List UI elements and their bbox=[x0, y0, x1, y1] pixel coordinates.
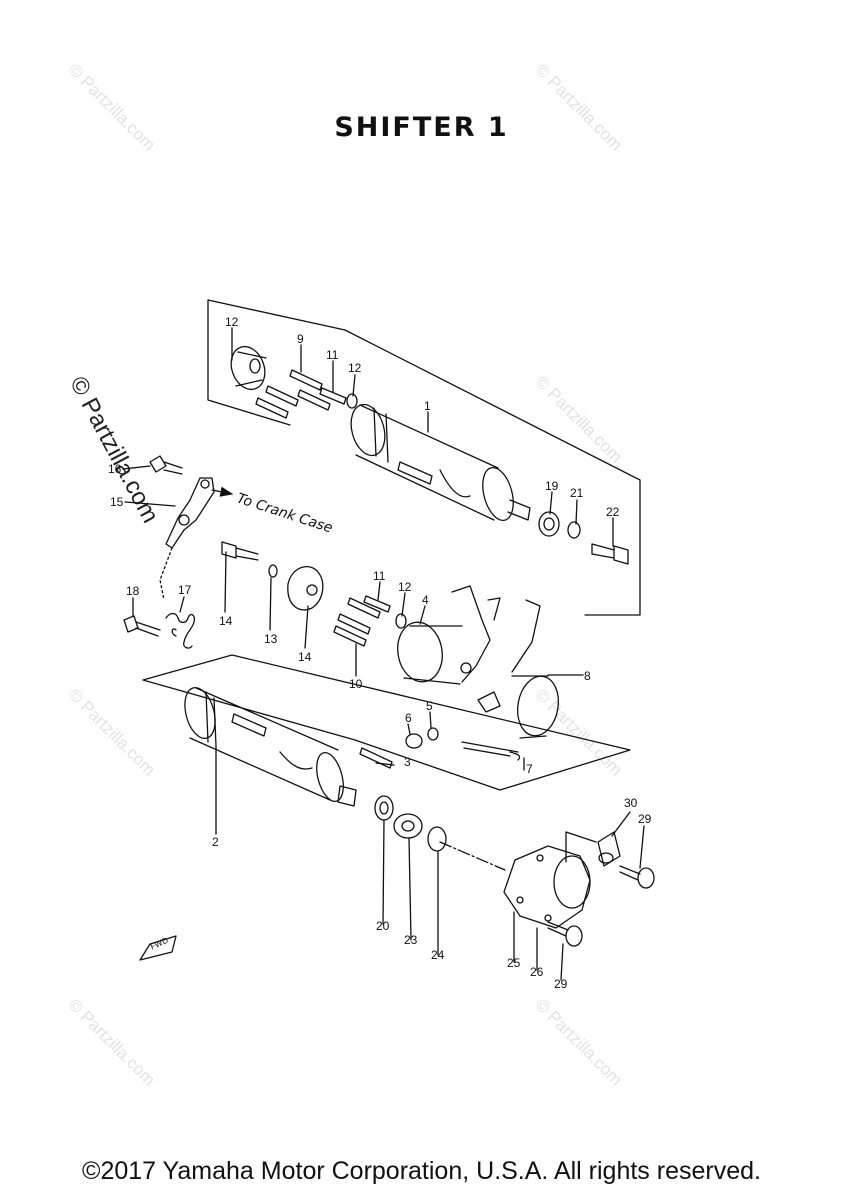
crank-case-note: To Crank Case bbox=[235, 491, 335, 537]
callout-26: 24 bbox=[431, 948, 445, 962]
callout-23: 21 bbox=[570, 486, 584, 500]
copyright-notice: ©2017 Yamaha Motor Corporation, U.S.A. A… bbox=[82, 1157, 761, 1185]
callout-30: 30 bbox=[624, 796, 638, 810]
callout-10: 10 bbox=[349, 677, 363, 691]
callout-4: 4 bbox=[422, 593, 429, 607]
part-9-pins bbox=[255, 369, 331, 419]
callout-8: 8 bbox=[584, 669, 591, 683]
part-14-segment bbox=[287, 566, 324, 611]
callout-12: 12 bbox=[348, 361, 362, 375]
part-11-pin-upper bbox=[319, 387, 347, 405]
part-30-clip bbox=[597, 831, 621, 867]
fwd-label: FWD bbox=[149, 936, 170, 952]
callout-13: 12 bbox=[225, 315, 239, 329]
crank-case-arrow bbox=[211, 486, 234, 497]
callout-labels: 12 9 11 12 1 19 21 22 16 15 14 13 14 11 … bbox=[108, 315, 652, 991]
callout-12-lower: 12 bbox=[398, 580, 412, 594]
part-15-circlip bbox=[268, 564, 278, 578]
part-6-cam-follower bbox=[405, 733, 423, 749]
part-11-pin-lower bbox=[363, 595, 391, 613]
callout-27: 25 bbox=[507, 956, 521, 970]
part-12-clip-upper bbox=[346, 393, 358, 409]
callout-21: 19 bbox=[545, 479, 559, 493]
leader-lines bbox=[122, 327, 645, 981]
part-7-cotter-pin bbox=[461, 741, 521, 761]
lower-assembly-outline bbox=[142, 654, 631, 791]
part-4-shift-fork bbox=[397, 585, 501, 685]
part-10-pins bbox=[333, 597, 381, 647]
callout-11-lower: 11 bbox=[373, 569, 386, 583]
part-3-pin bbox=[359, 747, 393, 769]
part-18-bolt bbox=[149, 455, 183, 475]
callout-28: 26 bbox=[530, 965, 544, 979]
callout-9: 9 bbox=[297, 332, 304, 346]
part-23-washer bbox=[567, 521, 581, 539]
callout-1: 1 bbox=[424, 399, 431, 413]
part-29-screw-upper bbox=[619, 865, 655, 889]
diagram-title: SHIFTER 1 bbox=[334, 112, 509, 143]
callout-17: 15 bbox=[110, 495, 124, 509]
part-1-shift-drum bbox=[350, 403, 531, 521]
part-29-screw-lower bbox=[547, 921, 583, 947]
part-20-bolt bbox=[123, 615, 161, 637]
part-13-plate bbox=[230, 345, 267, 391]
part-16-bolt bbox=[221, 541, 259, 561]
part-12-clip-lower bbox=[395, 613, 407, 629]
callout-18: 16 bbox=[108, 462, 122, 476]
callout-2: 2 bbox=[212, 835, 219, 849]
callout-25: 23 bbox=[404, 933, 418, 947]
part-27-housing bbox=[503, 845, 591, 929]
callout-14: 14 bbox=[298, 650, 312, 664]
center-line bbox=[439, 841, 506, 871]
callout-22: 20 bbox=[376, 919, 390, 933]
fwd-arrow-icon bbox=[139, 935, 177, 961]
part-24-bolt bbox=[591, 543, 629, 565]
callout-29-upper: 29 bbox=[638, 812, 652, 826]
callout-5: 5 bbox=[426, 699, 433, 713]
upper-assembly-outline bbox=[207, 299, 641, 616]
part-19-spring bbox=[165, 612, 196, 649]
part-5-cam-follower bbox=[427, 727, 439, 741]
callout-29-lower: 29 bbox=[554, 977, 568, 991]
part-17-stopper-lever bbox=[165, 477, 215, 549]
part-8-shift-fork bbox=[477, 599, 560, 739]
callout-20: 18 bbox=[126, 584, 140, 598]
callout-24: 22 bbox=[606, 505, 620, 519]
callout-15: 13 bbox=[264, 632, 278, 646]
part-26-circlip bbox=[427, 826, 447, 852]
callout-11: 11 bbox=[326, 348, 339, 362]
callout-16: 14 bbox=[219, 614, 233, 628]
part-2-shift-drum bbox=[184, 686, 357, 807]
callout-19: 17 bbox=[178, 583, 192, 597]
callout-7: 7 bbox=[526, 762, 533, 776]
callout-3: 3 bbox=[404, 755, 411, 769]
part-25-stopper bbox=[393, 813, 423, 839]
callout-6: 6 bbox=[405, 711, 412, 725]
part-22-washer bbox=[374, 795, 394, 821]
part-21-washer bbox=[538, 511, 560, 537]
